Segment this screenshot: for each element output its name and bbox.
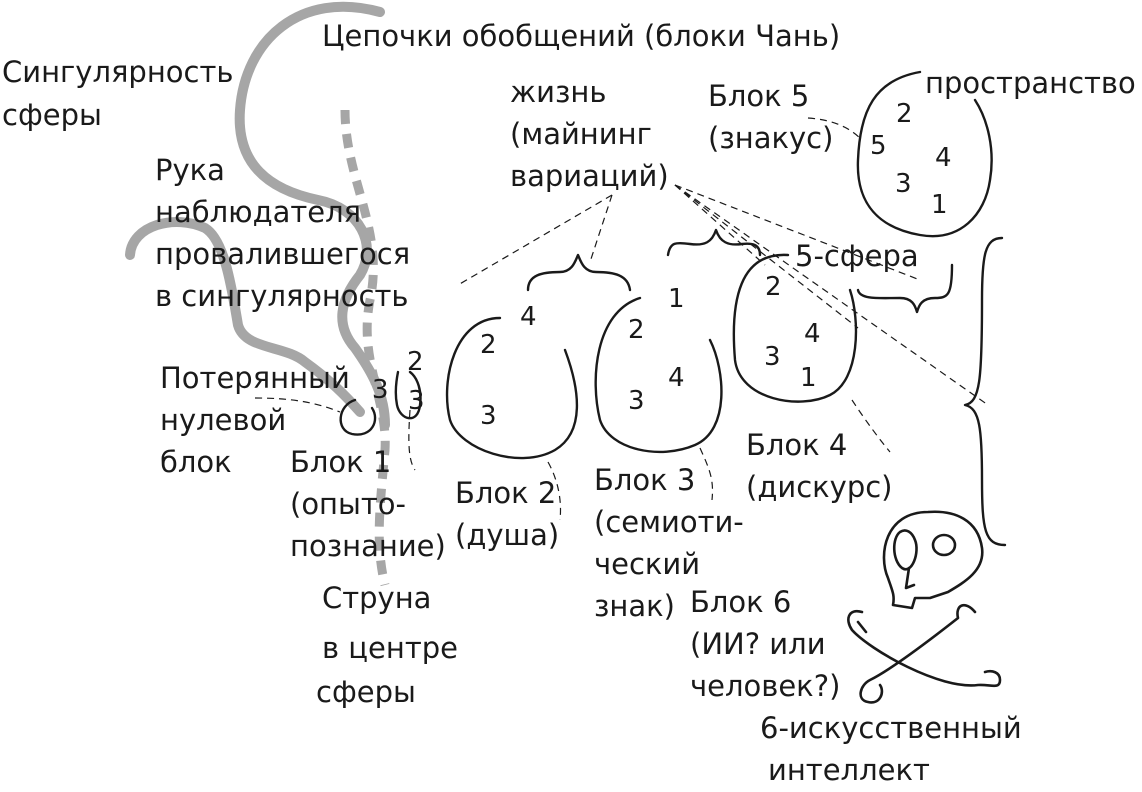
block3-number: 2 xyxy=(628,315,645,345)
block1-number: 3 xyxy=(408,386,425,416)
block4-loop xyxy=(734,255,856,402)
block1-number: 3 xyxy=(372,375,389,405)
block3-number: 1 xyxy=(668,284,685,314)
diagram-title: Цепочки обобщений (блоки Чань) xyxy=(322,19,840,53)
label-sphere5: 5-сфера xyxy=(795,239,919,273)
block2-loop xyxy=(447,318,577,458)
block4-number: 3 xyxy=(764,342,781,372)
text-labels: Цепочки обобщений (блоки Чань) Сингулярн… xyxy=(2,19,1136,787)
block4-number: 2 xyxy=(765,272,782,302)
block3-number: 4 xyxy=(668,363,685,393)
label-block5: Блок 5(знакус) xyxy=(708,79,833,155)
block2-number: 3 xyxy=(480,401,497,431)
block5-number: 1 xyxy=(931,190,948,220)
block3-loop xyxy=(596,298,722,452)
skull-crossbones-icon xyxy=(848,512,1000,703)
block4-number: 1 xyxy=(800,363,817,393)
label-block4: Блок 4(дискурс) xyxy=(746,428,893,504)
block3-number: 3 xyxy=(628,386,645,416)
label-space: пространство xyxy=(925,66,1136,100)
block1-number: 2 xyxy=(407,347,424,377)
block5-number: 4 xyxy=(935,143,952,173)
block5-number: 3 xyxy=(895,169,912,199)
block5-number: 5 xyxy=(870,131,887,161)
block4-number: 4 xyxy=(804,319,821,349)
block5-number: 2 xyxy=(896,99,913,129)
block2-number: 2 xyxy=(480,330,497,360)
label-block2: Блок 2(душа) xyxy=(455,476,559,552)
block2-number: 4 xyxy=(520,302,537,332)
label-block1: Блок 1(опыто-познание) xyxy=(290,445,446,563)
